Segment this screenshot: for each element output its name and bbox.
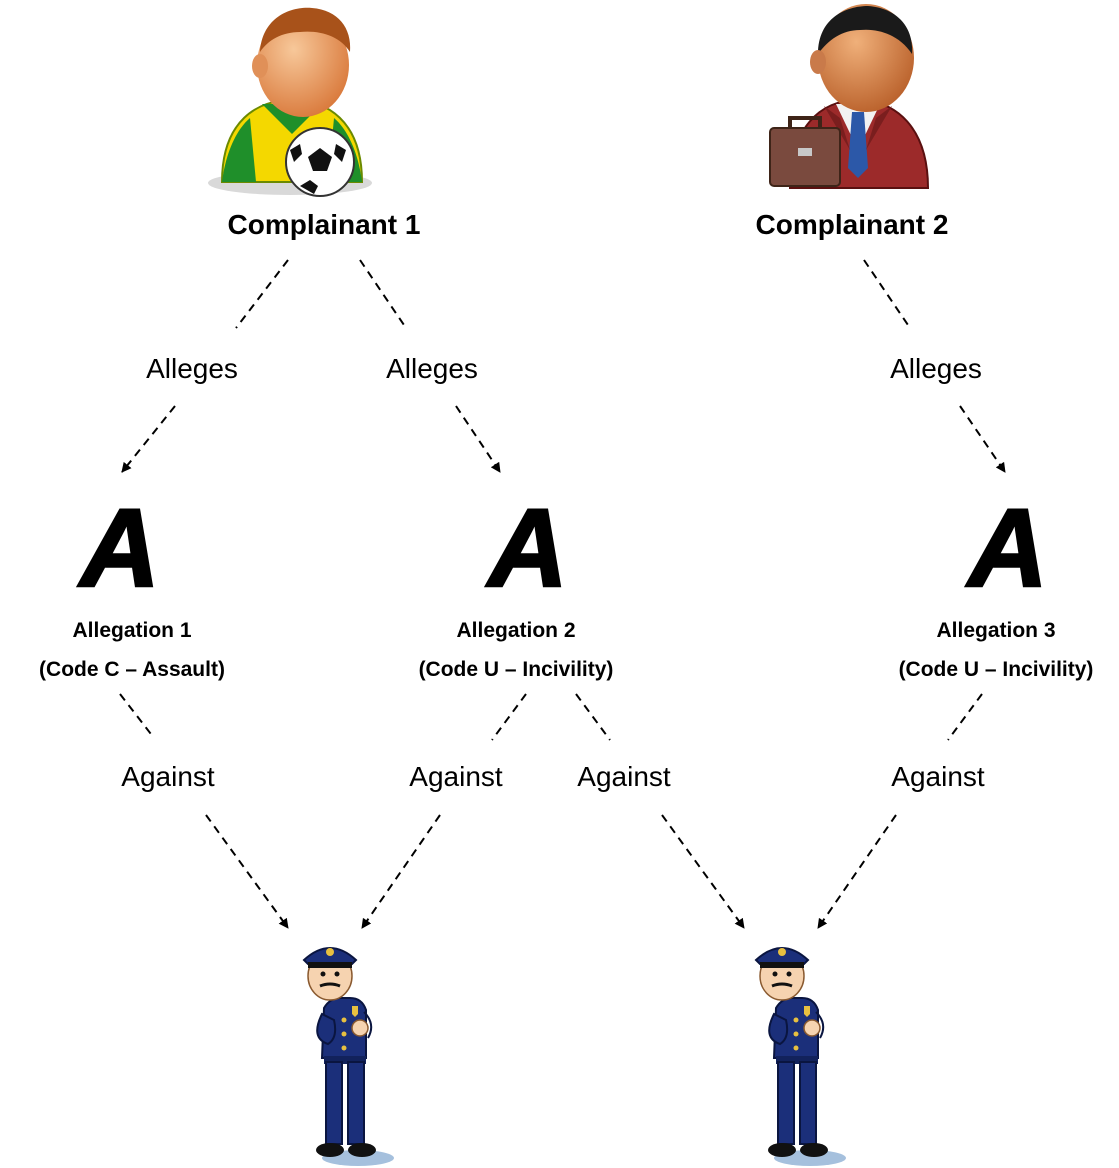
edge-c1-alleges-lower-2 xyxy=(455,405,501,473)
edge-c2-alleges-lower xyxy=(959,405,1006,473)
allegation-3-title: Allegation 3 xyxy=(936,619,1055,642)
allegation-2-letter-icon: A xyxy=(484,486,569,612)
edge-a1-against-lower xyxy=(205,814,289,929)
edge-c1-alleges-upper-2 xyxy=(359,259,407,329)
allegation-1-title: Allegation 1 xyxy=(72,619,191,642)
edge-a2-against-right-lower xyxy=(661,814,745,929)
allegation-2-code: (Code U – Incivility) xyxy=(419,658,614,681)
complainant-1-label: Complainant 1 xyxy=(228,209,421,240)
edge-a2-against-right-upper xyxy=(575,693,611,741)
police-officer-icon xyxy=(754,947,846,1166)
edge-a2-against-left-lower xyxy=(361,814,441,929)
soccer-player-icon xyxy=(208,7,372,197)
businessman-icon xyxy=(769,4,930,189)
alleges-label-3: Alleges xyxy=(890,353,982,384)
allegation-1-letter-icon: A xyxy=(76,486,161,612)
against-label-2: Against xyxy=(409,761,503,792)
complainant-2-label: Complainant 2 xyxy=(756,209,949,240)
edge-c2-alleges-upper xyxy=(863,259,911,329)
against-label-3: Against xyxy=(577,761,671,792)
edge-c1-alleges-upper-1 xyxy=(235,259,289,329)
edge-a1-against-upper xyxy=(119,693,155,739)
allegation-3-letter-icon: A xyxy=(964,486,1049,612)
police-officer-icon xyxy=(302,947,394,1166)
svg-text:A: A xyxy=(77,487,159,610)
edge-a3-against-lower xyxy=(817,814,897,929)
against-label-1: Against xyxy=(121,761,215,792)
alleges-label-2: Alleges xyxy=(386,353,478,384)
edge-c1-alleges-lower-1 xyxy=(121,405,176,473)
allegation-1-code: (Code C – Assault) xyxy=(39,658,225,681)
allegation-2-title: Allegation 2 xyxy=(456,619,575,642)
edge-a2-against-left-upper xyxy=(491,693,527,741)
edge-a3-against-upper xyxy=(947,693,983,741)
against-label-4: Against xyxy=(891,761,985,792)
alleges-label-1: Alleges xyxy=(146,353,238,384)
allegation-3-code: (Code U – Incivility) xyxy=(899,658,1094,681)
svg-text:A: A xyxy=(965,487,1047,610)
svg-text:A: A xyxy=(485,487,567,610)
